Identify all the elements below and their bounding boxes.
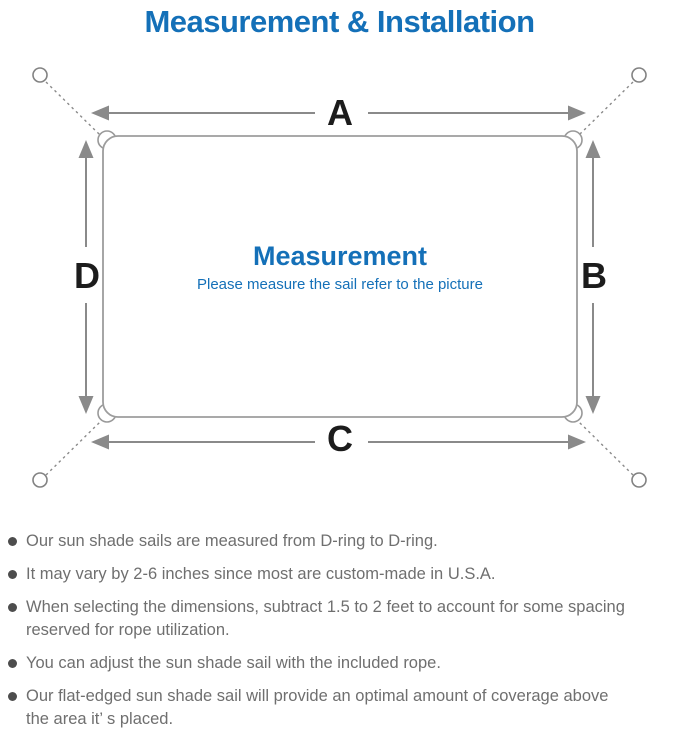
- list-item: It may vary by 2-6 inches since most are…: [4, 563, 679, 586]
- anchor-point-bottom-right: [631, 472, 647, 488]
- dimension-label-d: D: [74, 255, 100, 296]
- note-text: It may vary by 2-6 inches since most are…: [26, 565, 496, 583]
- note-text: You can adjust the sun shade sail with t…: [26, 654, 441, 672]
- anchor-point-bottom-left: [32, 472, 48, 488]
- list-item: Our sun shade sails are measured from D-…: [4, 530, 679, 553]
- dimension-label-b: B: [581, 255, 607, 296]
- arrow-c-left-head: [91, 434, 109, 450]
- tether-line-bottom-left: [45, 421, 101, 476]
- notes-list: Our sun shade sails are measured from D-…: [4, 530, 679, 731]
- list-item: Our flat-edged sun shade sail will provi…: [4, 685, 679, 731]
- dimension-label-c: C: [327, 418, 353, 459]
- note-text: Our sun shade sails are measured from D-…: [26, 532, 438, 550]
- arrow-b-top-head: [585, 140, 601, 158]
- page-title: Measurement & Installation: [144, 4, 535, 39]
- tether-line-bottom-right: [578, 421, 634, 476]
- dimension-label-a: A: [327, 92, 353, 133]
- arrow-d-top-head: [78, 140, 94, 158]
- list-item: You can adjust the sun shade sail with t…: [4, 652, 679, 675]
- arrow-d-bottom-head: [78, 396, 94, 414]
- arrow-c-right-head: [568, 434, 586, 450]
- diagram-caption-title: Measurement: [253, 241, 427, 271]
- tether-line-top-left: [45, 81, 101, 136]
- anchor-point-top-left: [32, 67, 48, 83]
- note-text: Our flat-edged sun shade sail will provi…: [26, 687, 609, 728]
- bullet-icon: [8, 692, 17, 701]
- anchor-point-top-right: [631, 67, 647, 83]
- tether-line-top-right: [578, 81, 634, 136]
- arrow-a-left-head: [91, 105, 109, 121]
- bullet-icon: [8, 570, 17, 579]
- bullet-icon: [8, 603, 17, 612]
- diagram-caption-subtitle: Please measure the sail refer to the pic…: [197, 276, 483, 293]
- bullet-icon: [8, 537, 17, 546]
- note-text: When selecting the dimensions, subtract …: [26, 598, 625, 639]
- bullet-icon: [8, 659, 17, 668]
- measurement-diagram: A C D B Measurement Please measure the s…: [32, 67, 647, 488]
- arrow-a-right-head: [568, 105, 586, 121]
- arrow-b-bottom-head: [585, 396, 601, 414]
- list-item: When selecting the dimensions, subtract …: [4, 596, 679, 642]
- sail-outline: [102, 135, 578, 418]
